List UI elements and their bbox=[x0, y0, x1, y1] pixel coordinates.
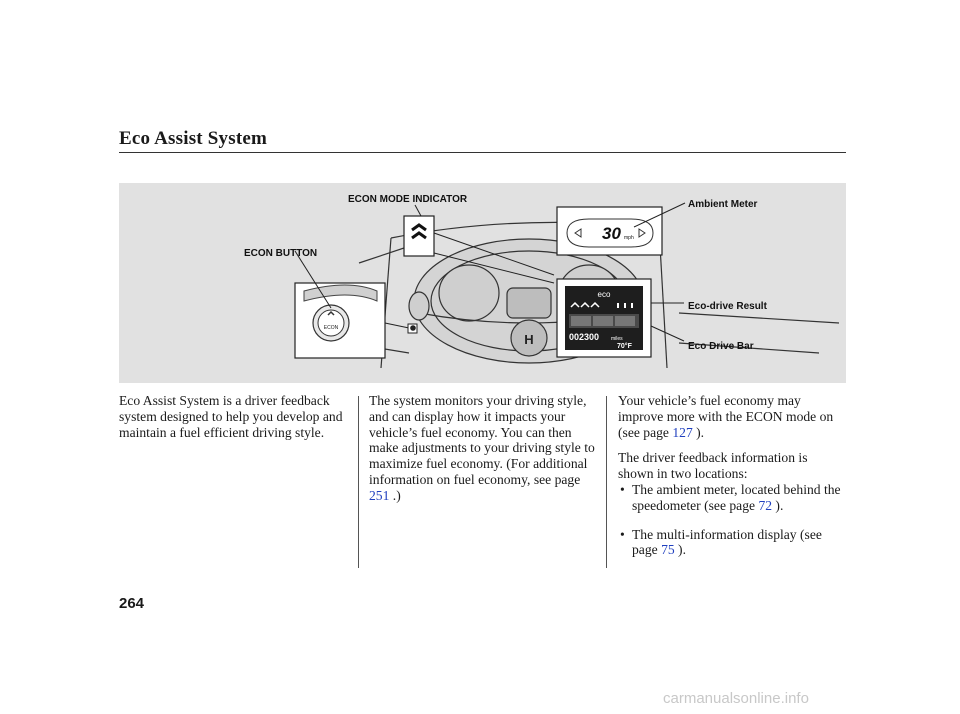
column-3: Your vehicle’s fuel economy may improve … bbox=[618, 393, 846, 571]
list-item: The multi-information display (see page … bbox=[618, 527, 846, 559]
econ-leaf-icon bbox=[411, 223, 427, 240]
mid-temp: 70°F bbox=[617, 342, 633, 350]
dashboard-figure: H ECON 30 mph bbox=[119, 183, 846, 383]
multi-information-display-inset: eco 002300 miles 70°F bbox=[556, 278, 685, 358]
watermark: carmanualsonline.info bbox=[663, 690, 809, 707]
speed-unit: mph bbox=[624, 235, 634, 241]
intro-paragraph: Eco Assist System is a driver feedback s… bbox=[119, 393, 343, 440]
mid-odometer: 002300 bbox=[569, 332, 599, 342]
callout-eco-drive-bar: Eco Drive Bar bbox=[688, 341, 754, 352]
econ-indicator-inset bbox=[403, 204, 555, 284]
callout-eco-drive-result: Eco-drive Result bbox=[688, 301, 767, 312]
monitor-paragraph: The system monitors your driving style, … bbox=[369, 393, 595, 503]
mid-odometer-unit: miles bbox=[611, 336, 623, 342]
page-link-75[interactable]: 75 bbox=[661, 542, 675, 558]
speed-readout: 30 bbox=[602, 224, 621, 243]
eco-leaf-icon bbox=[570, 301, 600, 308]
column-divider-1 bbox=[358, 396, 359, 568]
econ-button-label: ECON bbox=[324, 325, 339, 331]
column-divider-2 bbox=[606, 396, 607, 568]
mid-header: eco bbox=[598, 290, 611, 299]
econ-button-inset: ECON bbox=[294, 250, 418, 359]
page-link-72[interactable]: 72 bbox=[758, 497, 773, 513]
column-1: Eco Assist System is a driver feedback s… bbox=[119, 393, 347, 450]
page-link-127[interactable]: 127 bbox=[672, 424, 693, 440]
locations-paragraph: The driver feedback information is shown… bbox=[618, 450, 808, 482]
title-rule bbox=[119, 152, 846, 153]
column-2: The system monitors your driving style, … bbox=[369, 393, 599, 514]
callout-econ-mode-indicator: ECON MODE INDICATOR bbox=[348, 194, 468, 205]
h-logo-icon: H bbox=[524, 332, 533, 347]
page-number: 264 bbox=[119, 595, 145, 612]
callout-econ-button: ECON BUTTON bbox=[244, 248, 318, 259]
ambient-meter-inset: 30 mph bbox=[556, 202, 686, 256]
econ-button-leaf-icon bbox=[327, 310, 335, 316]
page-title: Eco Assist System bbox=[119, 128, 268, 149]
turn-signal-icon bbox=[574, 228, 646, 238]
dashboard-illustration: H ECON 30 mph bbox=[294, 202, 840, 369]
locations-list: The ambient meter, located behind the sp… bbox=[618, 482, 846, 558]
callout-ambient-meter: Ambient Meter bbox=[688, 199, 758, 210]
list-item: The ambient meter, located behind the sp… bbox=[618, 482, 846, 514]
page-link-251[interactable]: 251 bbox=[369, 487, 390, 503]
econ-paragraph: Your vehicle’s fuel economy may improve … bbox=[618, 393, 834, 440]
